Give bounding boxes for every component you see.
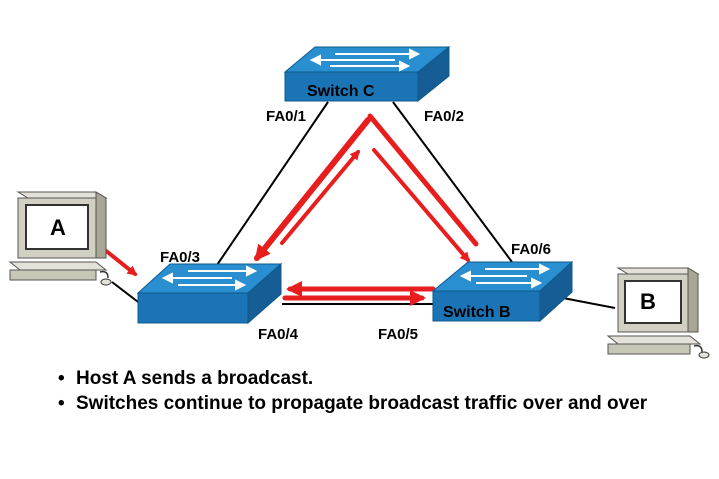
host-a: A (8, 191, 112, 286)
port-label-fa0-2: FA0/2 (424, 108, 464, 125)
port-label-fa0-3: FA0/3 (160, 249, 200, 266)
switch-arrows-icon (161, 265, 258, 291)
port-label-fa0-1: FA0/1 (266, 108, 306, 125)
switch-arrows-icon (459, 263, 551, 289)
arrow-host-a-to-switch (103, 248, 138, 276)
port-label-fa0-5: FA0/5 (378, 326, 418, 343)
port-label-fa0-6: FA0/6 (511, 241, 551, 258)
bullet-list: Host A sends a broadcast. Switches conti… (58, 368, 698, 418)
switch-c-label: Switch C (307, 83, 375, 100)
arrow-c-to-a-outer (254, 117, 371, 262)
host-b-label: B (640, 289, 656, 314)
switch-b-label: Switch B (443, 304, 511, 321)
switch-arrows-icon (309, 48, 421, 72)
host-b: B (606, 267, 710, 359)
link-host-b (562, 297, 616, 309)
arrow-b-to-c-outer (367, 113, 479, 247)
bullet-item: Host A sends a broadcast. (58, 368, 698, 390)
links (111, 101, 616, 309)
arrow-a-to-c-inner (280, 149, 360, 245)
bullet-item: Switches continue to propagate broadcast… (58, 393, 698, 415)
arrow-c-to-b-inner (372, 148, 470, 263)
link-c-b (392, 101, 513, 263)
link-c-a (216, 101, 329, 266)
switch-b: Switch B (431, 260, 574, 323)
port-label-fa0-4: FA0/4 (258, 326, 299, 343)
switch-a (136, 262, 283, 325)
switch-c: Switch C (283, 45, 451, 103)
broadcast-arrows (103, 113, 479, 306)
host-a-label: A (50, 215, 66, 240)
